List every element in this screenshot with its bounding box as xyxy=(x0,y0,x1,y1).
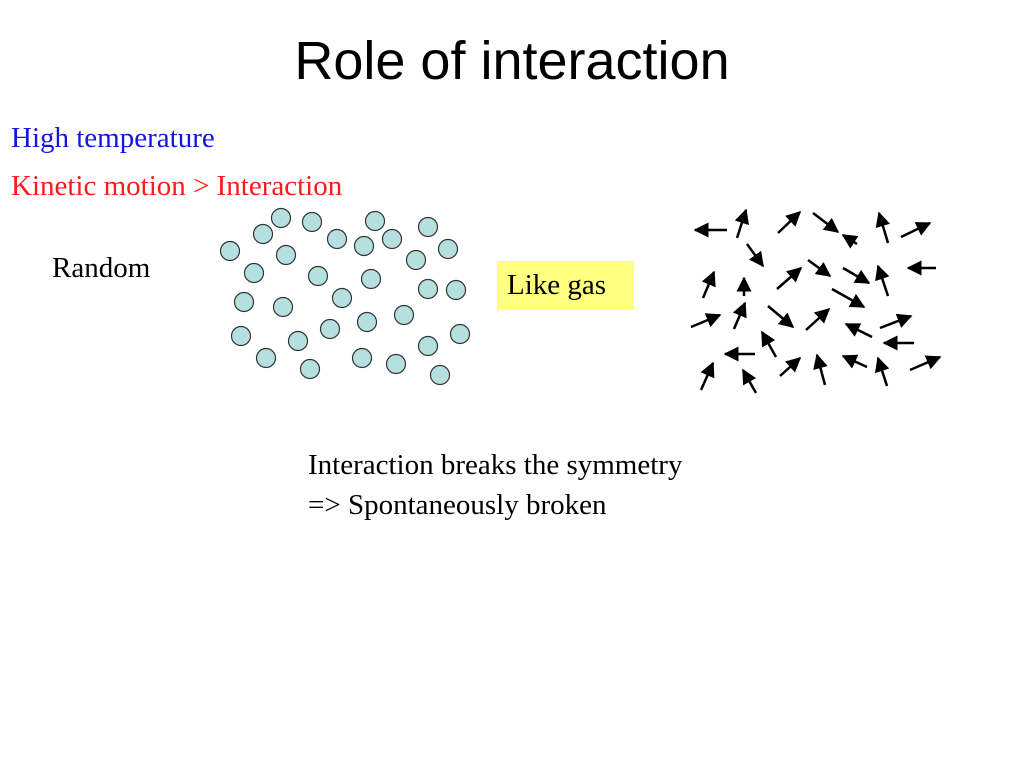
particle-icon xyxy=(449,323,471,345)
particle-icon xyxy=(351,347,373,369)
particle-icon xyxy=(417,278,439,300)
spin-arrow-icon xyxy=(831,287,866,309)
spin-arrow-icon xyxy=(777,210,802,234)
conclusion-line-1: Interaction breaks the symmetry xyxy=(308,449,683,481)
particle-icon xyxy=(299,358,321,380)
spin-arrow-icon xyxy=(875,211,891,244)
spin-arrow-icon xyxy=(842,266,871,285)
particle-icon xyxy=(417,335,439,357)
particle-icon xyxy=(429,364,451,386)
spin-arrow-icon xyxy=(841,233,859,249)
particle-icon xyxy=(255,347,277,369)
particle-icon xyxy=(385,353,407,375)
spin-arrow-icon xyxy=(875,264,890,297)
particle-icon xyxy=(364,210,386,232)
spin-arrow-icon xyxy=(701,270,716,299)
spin-arrow-icon xyxy=(732,301,747,330)
spin-arrow-icon xyxy=(841,354,868,369)
particle-icon xyxy=(270,207,292,229)
spin-arrow-icon xyxy=(879,313,913,330)
particle-icon xyxy=(405,249,427,271)
particle-icon xyxy=(230,325,252,347)
particle-icon xyxy=(356,311,378,333)
spin-arrow-icon xyxy=(741,368,758,394)
particle-icon xyxy=(381,228,403,250)
spin-arrow-icon xyxy=(805,307,831,331)
spin-arrow-icon xyxy=(874,356,890,387)
spin-arrow-icon xyxy=(745,243,765,268)
spin-arrow-icon xyxy=(760,330,778,358)
particle-icon xyxy=(445,279,467,301)
gas-highlight-box xyxy=(497,261,634,310)
kinetic-motion-label: Kinetic motion > Interaction xyxy=(11,170,343,202)
high-temperature-label: High temperature xyxy=(11,122,215,154)
spin-arrow-icon xyxy=(813,353,828,386)
particle-icon xyxy=(319,318,341,340)
particle-icon xyxy=(272,296,294,318)
spin-arrow-icon xyxy=(807,258,832,278)
particle-icon xyxy=(252,223,274,245)
particle-icon xyxy=(219,240,241,262)
spin-arrow-icon xyxy=(844,322,873,339)
random-label: Random xyxy=(52,252,151,284)
particle-icon xyxy=(307,265,329,287)
particle-icon xyxy=(331,287,353,309)
spin-arrow-icon xyxy=(699,361,715,391)
slide-title: Role of interaction xyxy=(294,31,730,91)
particle-icon xyxy=(301,211,323,233)
particle-icon xyxy=(437,238,459,260)
like-gas-label: Like gas xyxy=(507,269,607,301)
particle-icon xyxy=(360,268,382,290)
particle-icon xyxy=(353,235,375,257)
particle-icon xyxy=(287,330,309,352)
particle-icon xyxy=(275,244,297,266)
conclusion-line-2: => Spontaneously broken xyxy=(308,489,607,521)
particle-icon xyxy=(417,216,439,238)
spin-arrow-icon xyxy=(812,212,840,233)
particle-icon xyxy=(233,291,255,313)
spin-arrow-icon xyxy=(776,267,803,290)
particle-icon xyxy=(326,228,348,250)
spin-arrow-icon xyxy=(690,313,722,329)
spin-arrow-icon xyxy=(734,208,750,239)
spin-arrow-icon xyxy=(779,356,802,377)
spin-arrow-icon xyxy=(900,221,932,239)
particle-icon xyxy=(243,262,265,284)
spin-arrow-icon xyxy=(909,355,942,372)
spin-arrow-icon xyxy=(767,305,795,328)
particle-icon xyxy=(393,304,415,326)
